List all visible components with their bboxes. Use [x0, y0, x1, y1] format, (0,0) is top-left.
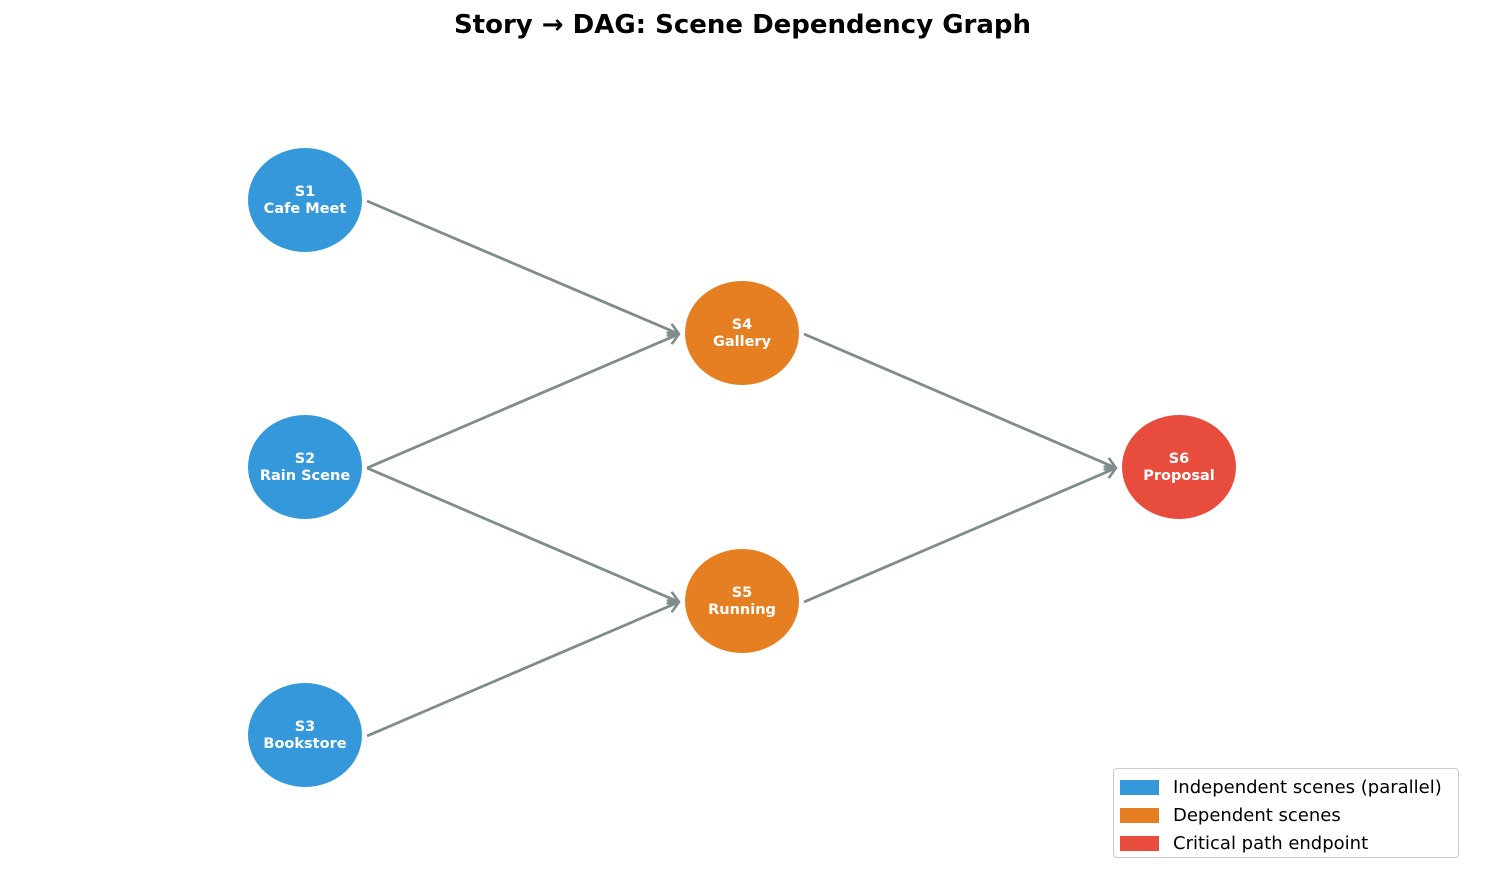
node-s5-name: Running [708, 602, 776, 618]
legend-item-dependent: Dependent scenes [1120, 801, 1458, 829]
legend: Independent scenes (parallel) Dependent … [1113, 768, 1459, 858]
legend-swatch-dependent [1120, 807, 1159, 823]
legend-item-independent: Independent scenes (parallel) [1120, 773, 1458, 801]
node-s4-circle [685, 281, 799, 385]
node-s1-circle [248, 148, 362, 252]
node-s4-id: S4 [732, 317, 753, 333]
node-s3-id: S3 [295, 719, 316, 735]
node-s2-id: S2 [295, 451, 316, 467]
edge-s2-s5 [366, 466, 679, 602]
edges-layer [366, 199, 1116, 738]
legend-item-critical: Critical path endpoint [1120, 829, 1458, 857]
node-s3-name: Bookstore [263, 736, 346, 752]
node-s1-name: Cafe Meet [264, 201, 347, 217]
legend-label-critical: Critical path endpoint [1173, 832, 1369, 854]
edge-s4-s6 [803, 332, 1116, 468]
legend-swatch-independent [1120, 779, 1159, 795]
diagram-title: Story → DAG: Scene Dependency Graph [453, 10, 1032, 40]
edge-s2-s4 [366, 334, 679, 470]
edge-s1-s4 [366, 199, 679, 334]
node-s6-id: S6 [1169, 451, 1190, 467]
legend-swatch-critical [1120, 835, 1159, 851]
node-s2-name: Rain Scene [260, 468, 350, 484]
legend-label-independent: Independent scenes (parallel) [1173, 776, 1442, 798]
node-s5-circle [685, 549, 799, 653]
legend-label-dependent: Dependent scenes [1173, 804, 1341, 826]
node-s4-name: Gallery [713, 334, 772, 350]
node-s2-circle [248, 415, 362, 519]
node-s1-id: S1 [295, 184, 316, 200]
node-s6-circle [1122, 415, 1236, 519]
node-s5-id: S5 [732, 585, 753, 601]
edge-s3-s5 [366, 602, 679, 738]
node-s3-circle [248, 683, 362, 787]
node-s6-name: Proposal [1143, 468, 1214, 484]
edge-s5-s6 [803, 468, 1116, 604]
